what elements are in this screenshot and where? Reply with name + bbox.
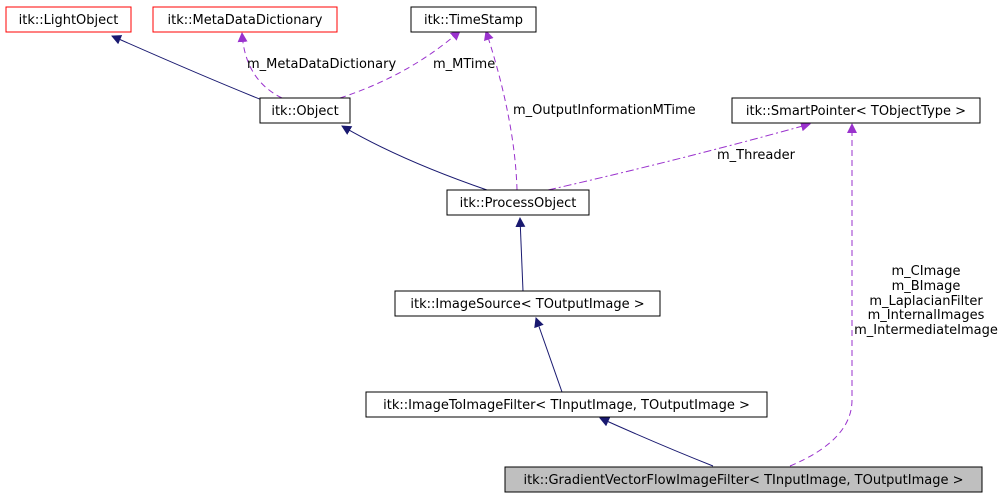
edge-image-to-image-filter-to-image-source xyxy=(534,317,563,393)
edge-object-uses-time-stamp xyxy=(339,30,461,99)
node-meta-data-dictionary[interactable]: itk::MetaDataDictionary xyxy=(152,6,338,33)
node-object[interactable]: itk::Object xyxy=(259,97,351,124)
node-smart-pointer[interactable]: itk::SmartPointer< TObjectType > xyxy=(731,97,981,124)
edge-object-to-light-object xyxy=(111,35,263,101)
edge-process-object-to-object xyxy=(341,125,488,191)
node-meta-data-dictionary-label: itk::MetaDataDictionary xyxy=(168,13,323,28)
node-image-to-image-filter[interactable]: itk::ImageToImageFilter< TInputImage, TO… xyxy=(365,391,768,418)
node-time-stamp-label: itk::TimeStamp xyxy=(424,13,523,28)
label-m-output-information-mtime: m_OutputInformationMTime xyxy=(513,103,696,118)
node-light-object[interactable]: itk::LightObject xyxy=(5,6,132,33)
label-m-mtime: m_MTime xyxy=(433,57,495,72)
label-m-intermediate-image: m_IntermediateImage xyxy=(854,323,998,338)
node-gradient-vector-flow-image-filter[interactable]: itk::GradientVectorFlowImageFilter< TInp… xyxy=(504,466,983,493)
edge-image-source-to-process-object xyxy=(515,217,526,292)
label-m-bimage: m_BImage xyxy=(892,279,961,294)
edge-process-object-uses-time-stamp xyxy=(484,30,518,191)
node-light-object-label: itk::LightObject xyxy=(19,13,119,28)
edge-process-object-uses-smart-pointer xyxy=(547,121,811,191)
node-image-source-label: itk::ImageSource< TOutputImage > xyxy=(410,297,644,312)
label-m-internal-images: m_InternalImages xyxy=(868,308,985,323)
edge-gradient-filter-to-image-to-image-filter xyxy=(599,417,714,467)
label-m-threader: m_Threader xyxy=(717,148,796,163)
label-m-laplacian-filter: m_LaplacianFilter xyxy=(869,294,983,309)
node-gradient-vector-flow-image-filter-label: itk::GradientVectorFlowImageFilter< TInp… xyxy=(523,473,963,488)
label-m-cimage: m_CImage xyxy=(892,264,961,279)
label-m-meta-data-dictionary: m_MetaDataDictionary xyxy=(247,57,396,72)
edge-gradient-filter-uses-smart-pointer xyxy=(789,123,857,467)
node-image-to-image-filter-label: itk::ImageToImageFilter< TInputImage, TO… xyxy=(383,398,750,413)
node-smart-pointer-label: itk::SmartPointer< TObjectType > xyxy=(746,104,966,119)
node-image-source[interactable]: itk::ImageSource< TOutputImage > xyxy=(394,290,661,317)
node-process-object[interactable]: itk::ProcessObject xyxy=(446,189,590,216)
node-time-stamp[interactable]: itk::TimeStamp xyxy=(410,6,537,33)
node-process-object-label: itk::ProcessObject xyxy=(460,196,577,211)
edge-object-uses-meta-data-dictionary xyxy=(237,32,283,99)
node-object-label: itk::Object xyxy=(271,104,338,119)
